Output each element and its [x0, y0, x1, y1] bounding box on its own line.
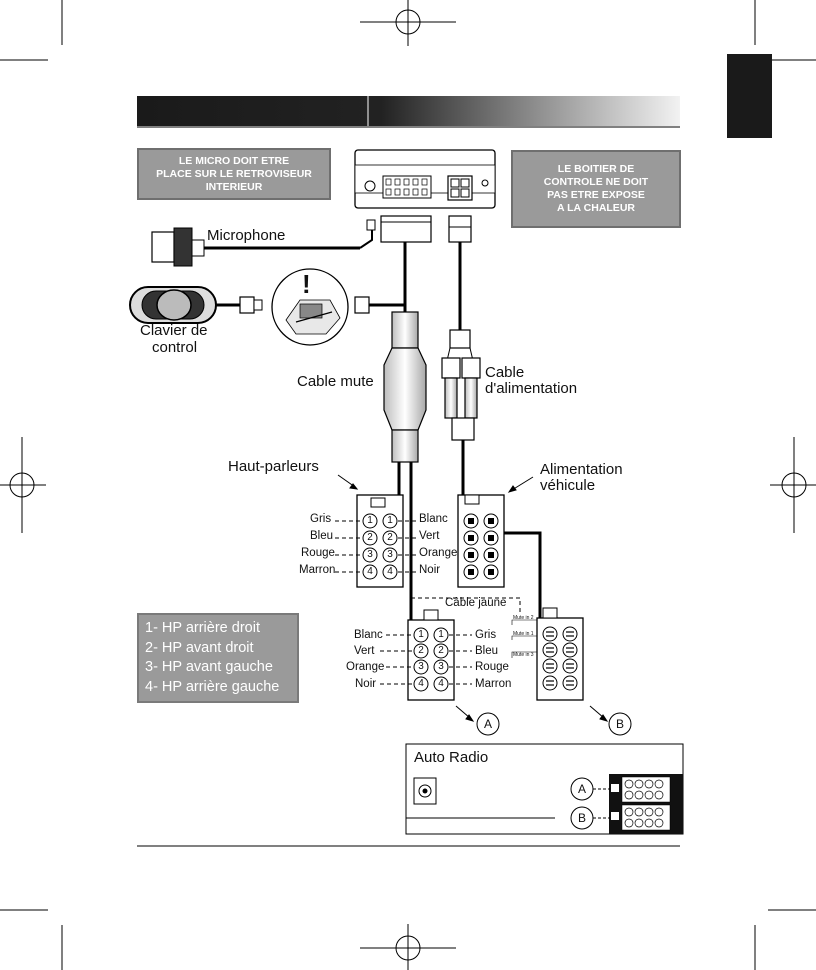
hp-pin-r3: 3 — [387, 549, 393, 560]
radio-b-letter: B — [577, 811, 586, 825]
hp-right-4: Noir — [419, 564, 441, 576]
header-bar — [137, 96, 680, 126]
radio-right-4: Marron — [475, 678, 512, 690]
power-connector — [457, 494, 505, 588]
microphone-drawing — [151, 219, 376, 267]
radio-left-1: Blanc — [354, 629, 383, 641]
cable-mute-label: Cable mute — [297, 373, 374, 390]
hp-connector-top — [335, 494, 418, 588]
hp-left-3: Rouge — [301, 547, 335, 559]
alim-vehicule-label-line2: véhicule — [540, 477, 596, 494]
radio-pin-l3: 3 — [418, 661, 424, 672]
hp-right-1: Blanc — [419, 513, 448, 525]
connector-b-circle — [608, 712, 632, 736]
cable-alim-label-line1: Cable — [485, 364, 525, 381]
auto-radio — [405, 743, 684, 835]
radio-pin-r4: 4 — [438, 678, 444, 689]
auto-radio-title: Auto Radio — [414, 749, 489, 766]
hp-pin-r2: 2 — [387, 532, 393, 543]
radio-pin-l2: 2 — [418, 645, 424, 656]
clavier-label-line2: control — [152, 339, 198, 356]
hp-pin-l4: 4 — [367, 566, 373, 577]
legend-box: 1- HP arrière droit 2- HP avant droit 3-… — [137, 613, 299, 703]
legend-item-2: 2- HP avant droit — [145, 639, 254, 656]
radio-connector-a — [380, 609, 472, 701]
hp-left-4: Marron — [299, 564, 336, 576]
micro-note-line1: LE MICRO DOIT ETRE — [178, 154, 290, 167]
hp-right-3: Orange — [419, 547, 458, 559]
boitier-note-line4: A LA CHALEUR — [557, 202, 635, 214]
hp-right-2: Vert — [419, 530, 440, 542]
cable-alim-label-line2: d'alimentation — [485, 380, 578, 397]
warning-mark: ! — [302, 269, 311, 299]
hp-pin-l3: 3 — [367, 549, 373, 560]
hp-pin-l2: 2 — [367, 532, 373, 543]
radio-pin-l4: 4 — [418, 678, 424, 689]
radio-right-1: Gris — [475, 629, 497, 641]
radio-left-4: Noir — [355, 678, 377, 690]
mute-in-2-label: Mute in 2 — [513, 615, 534, 621]
boitier-note-line3: PAS ETRE EXPOSE — [547, 189, 645, 201]
control-box — [354, 149, 496, 209]
warning-circle — [271, 268, 349, 346]
boitier-note-line2: CONTROLE NE DOIT — [543, 176, 649, 188]
keypad-drawing — [129, 286, 263, 324]
legend-item-1: 1- HP arrière droit — [145, 620, 260, 636]
micro-note: LE MICRO DOIT ETRE PLACE SUR LE RETROVIS… — [137, 148, 331, 200]
radio-pin-l1: 1 — [418, 629, 424, 640]
hp-pin-r1: 1 — [387, 515, 393, 526]
cable-jaune-label: Câble jaune — [445, 597, 507, 609]
mute-cable — [354, 242, 427, 622]
clavier-label-line1: Clavier de — [140, 322, 208, 339]
radio-right-2: Bleu — [475, 645, 499, 657]
radio-connector-b — [511, 607, 584, 701]
connector-a-circle — [476, 712, 500, 736]
mute-in-1-label: Mute in 1 — [513, 631, 534, 637]
power-cable — [441, 242, 481, 495]
radio-pin-r2: 2 — [438, 645, 444, 656]
radio-left-2: Vert — [354, 645, 375, 657]
side-tab — [727, 54, 772, 138]
connector-a-letter: A — [483, 717, 492, 731]
microphone-label: Microphone — [207, 227, 286, 244]
mute-in-3-label: Mute in 3 — [513, 652, 534, 658]
legend-item-3: 3- HP avant gauche — [145, 659, 273, 675]
radio-a-letter: A — [577, 782, 586, 796]
alim-vehicule-label-line1: Alimentation — [540, 461, 623, 478]
micro-note-line2: PLACE SUR LE RETROVISEUR — [156, 167, 312, 180]
legend-item-4: 4- HP arrière gauche — [145, 678, 280, 695]
radio-pin-r3: 3 — [438, 661, 444, 672]
hp-pin-r4: 4 — [387, 566, 393, 577]
hp-left-1: Gris — [310, 513, 332, 525]
boitier-note: LE BOITIER DE CONTROLE NE DOIT PAS ETRE … — [511, 150, 681, 228]
boitier-note-line1: LE BOITIER DE — [557, 163, 635, 175]
micro-note-line3: INTERIEUR — [205, 180, 263, 193]
radio-right-3: Rouge — [475, 661, 509, 673]
radio-pin-r1: 1 — [438, 629, 444, 640]
connector-b-letter: B — [615, 717, 624, 731]
hp-pin-l1: 1 — [367, 515, 373, 526]
radio-left-3: Orange — [346, 661, 385, 673]
hp-left-2: Bleu — [310, 530, 334, 542]
haut-parleurs-label: Haut-parleurs — [228, 458, 319, 475]
